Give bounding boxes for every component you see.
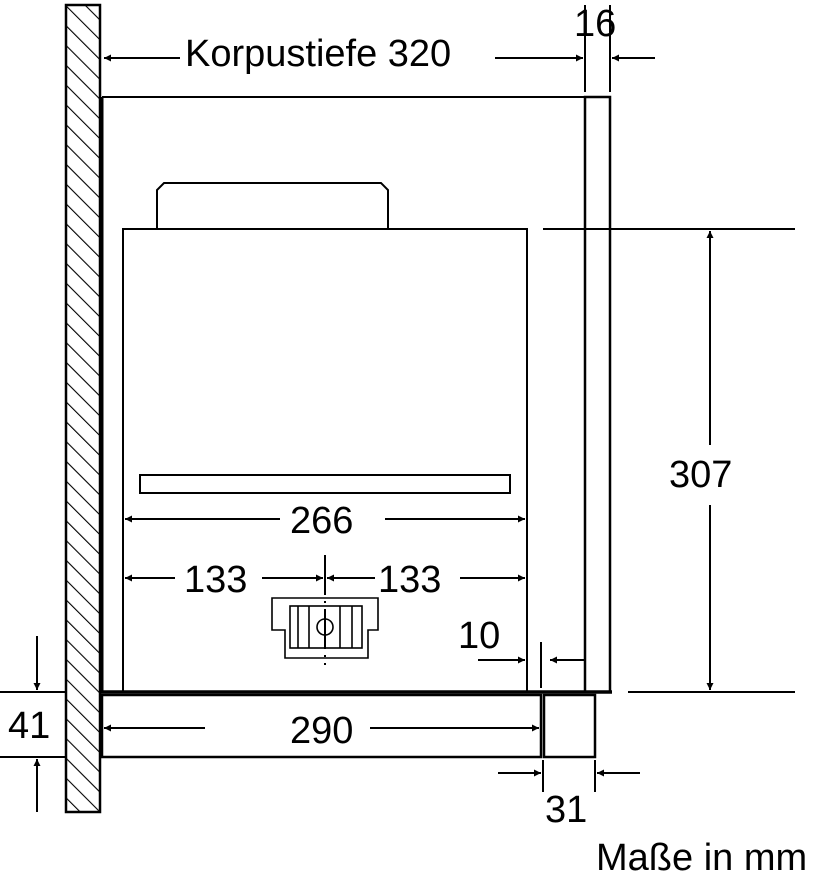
lower-width-dim: 290: [290, 710, 353, 752]
front-panel-dim: 16: [574, 3, 616, 45]
shelf-bar: [139, 474, 511, 494]
units-note: Maße in mm: [596, 837, 807, 877]
fan-connector: [271, 555, 379, 665]
height-dim: 307: [669, 454, 732, 496]
hood-body: [122, 228, 528, 693]
lower-height-dim: 41: [8, 705, 50, 747]
half-left-dim: 133: [184, 559, 247, 601]
lower-panel: [100, 693, 543, 759]
wall-hatched: [64, 3, 102, 814]
depth-label: Korpustiefe 320: [185, 33, 451, 75]
cabinet-outline: [100, 95, 612, 694]
exhaust-duct: [156, 182, 389, 229]
inner-width-dim: 266: [290, 500, 353, 542]
half-right-dim: 133: [378, 559, 441, 601]
lower-front-block: [542, 693, 597, 759]
gap-dim: 10: [458, 615, 500, 657]
lower-front-dim: 31: [545, 789, 587, 831]
